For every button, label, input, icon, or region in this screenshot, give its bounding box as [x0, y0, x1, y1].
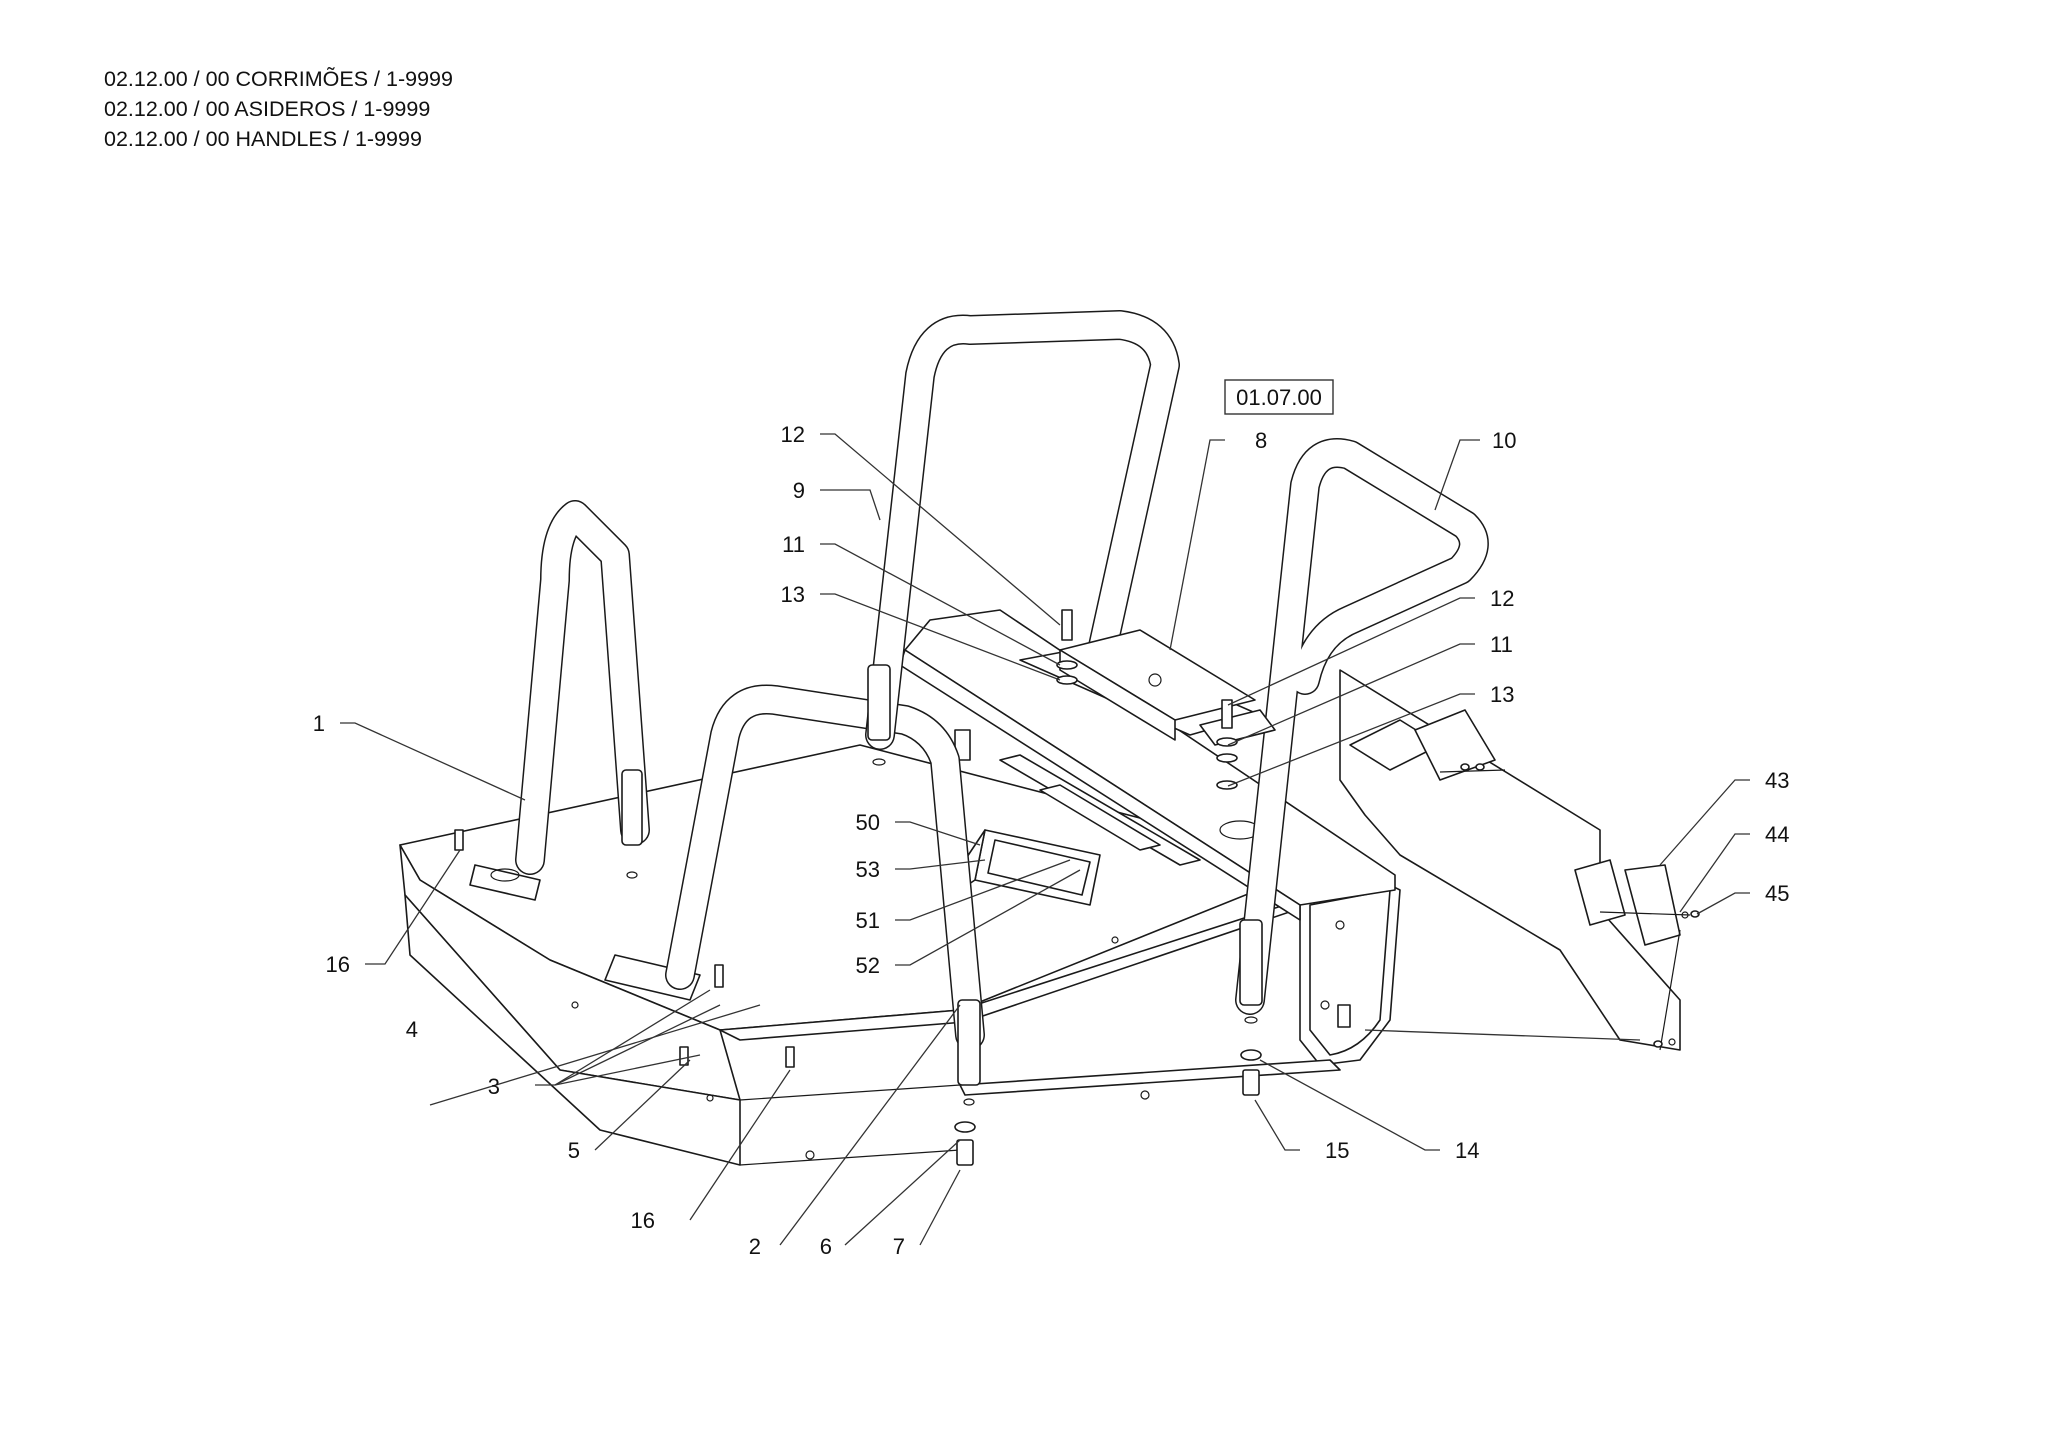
callout-6: 6	[820, 1234, 832, 1259]
fasteners	[454, 609, 1700, 1166]
callout-15: 15	[1325, 1138, 1349, 1163]
header-block: 02.12.00 / 00 CORRIMÕES / 1-9999 02.12.0…	[104, 64, 453, 154]
handle-1	[515, 500, 650, 879]
callout-14: 14	[1455, 1138, 1479, 1163]
callout-13-left: 13	[781, 582, 805, 607]
callout-50: 50	[856, 810, 880, 835]
callout-4: 4	[406, 1017, 418, 1042]
callout-45: 45	[1765, 881, 1789, 906]
callout-3: 3	[488, 1074, 500, 1099]
handle-2	[665, 684, 985, 1106]
header-line-es: 02.12.00 / 00 ASIDEROS / 1-9999	[104, 97, 431, 121]
callout-11-right: 11	[1490, 632, 1513, 657]
header-line-pt: 02.12.00 / 00 CORRIMÕES / 1-9999	[104, 67, 453, 91]
callout-9: 9	[793, 478, 805, 503]
callout-43: 43	[1765, 768, 1789, 793]
center-bracket	[959, 829, 1101, 906]
callout-16-left: 16	[326, 952, 350, 977]
callout-13-right: 13	[1490, 682, 1514, 707]
callout-labels: 1 2 3 4 5 6 7 8 9 10 11 11 12 12 13 13 1…	[313, 422, 1790, 1259]
handle-9	[865, 310, 1180, 766]
callout-51: 51	[856, 908, 880, 933]
callout-2: 2	[749, 1234, 761, 1259]
callout-7: 7	[893, 1234, 905, 1259]
callout-12-left: 12	[781, 422, 805, 447]
callout-11-left: 11	[782, 532, 805, 557]
handle-10	[1235, 438, 1489, 1024]
callout-16-bottom: 16	[631, 1208, 655, 1233]
reference-box-label: 01.07.00	[1236, 385, 1322, 410]
callout-44: 44	[1765, 822, 1789, 847]
leader-lines	[340, 433, 1750, 1246]
header-line-en: 02.12.00 / 00 HANDLES / 1-9999	[104, 127, 422, 151]
callout-52: 52	[856, 953, 880, 978]
side-panel	[1339, 669, 1691, 1051]
callout-12-right: 12	[1490, 586, 1514, 611]
callout-53: 53	[856, 857, 880, 882]
callout-8: 8	[1255, 428, 1267, 453]
reference-box	[1224, 379, 1334, 415]
mount-block-8	[1059, 629, 1276, 746]
callout-10: 10	[1492, 428, 1516, 453]
callout-1: 1	[313, 711, 325, 736]
callout-5: 5	[568, 1138, 580, 1163]
